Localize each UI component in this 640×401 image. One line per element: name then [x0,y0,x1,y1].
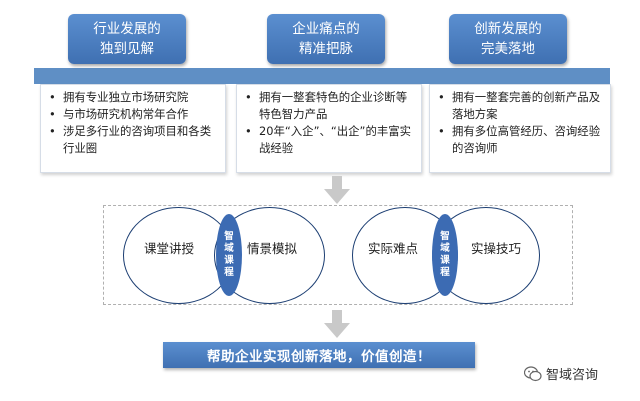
down-arrow-icon [324,176,350,204]
panel-item: 拥有多位高管经历、咨询经验的咨询师 [438,123,604,157]
header-card-line1: 企业痛点的 [292,21,360,37]
header-card-line1: 创新发展的 [474,21,542,37]
header-card-landing: 创新发展的 完美落地 [449,14,567,64]
panel-landing: 拥有一整套完善的创新产品及落地方案 拥有多位高管经历、咨询经验的咨询师 [429,84,611,173]
lens-char: 程 [224,267,234,278]
header-card-line2: 独到见解 [100,41,154,57]
lens-char: 课 [224,255,234,266]
header-bar [34,68,610,84]
panel-item: 拥有一整套完善的创新产品及落地方案 [438,89,604,123]
venn-lens-course: 智 域 课 程 [432,214,458,296]
header-card-diagnosis: 企业痛点的 精准把脉 [267,14,385,64]
venn-label-simulation: 情景模拟 [247,241,298,256]
panel-item: 与市场研究机构常年合作 [49,106,219,123]
venn-label-classroom: 课堂讲授 [144,241,195,256]
header-card-line2: 完美落地 [481,41,535,57]
venn-container [103,205,573,305]
header-card-insight: 行业发展的 独到见解 [68,14,186,64]
panel-item: 拥有一整套特色的企业诊断等特色智力产品 [245,89,415,123]
venn-label-skills: 实操技巧 [471,241,522,256]
header-card-line1: 行业发展的 [93,21,161,37]
lens-char: 域 [440,243,450,254]
lens-char: 程 [440,267,450,278]
wechat-icon [524,365,542,381]
lens-char: 域 [224,243,234,254]
panel-item: 涉足多行业的咨询项目和各类行业圈 [49,123,219,157]
down-arrow-icon [324,310,350,338]
panel-diagnosis: 拥有一整套特色的企业诊断等特色智力产品 20年“入企”、“出企”的丰富实战经验 [236,84,422,173]
venn-circle-simulation [214,207,325,304]
panel-insight: 拥有专业独立市场研究院 与市场研究机构常年合作 涉足多行业的咨询项目和各类行业圈 [40,84,226,173]
header-card-line2: 精准把脉 [299,41,353,57]
brand-name: 智域咨询 [546,368,599,383]
venn-label-difficulties: 实际难点 [368,241,419,256]
slogan-banner: 帮助企业实现创新落地，价值创造！ [163,342,475,368]
lens-char: 智 [224,231,234,242]
panel-item: 20年“入企”、“出企”的丰富实战经验 [245,123,415,157]
lens-char: 智 [440,231,450,242]
venn-lens-course: 智 域 课 程 [216,214,242,296]
lens-char: 课 [440,255,450,266]
panel-item: 拥有专业独立市场研究院 [49,89,219,106]
brand-watermark: 智域咨询 [524,364,598,383]
